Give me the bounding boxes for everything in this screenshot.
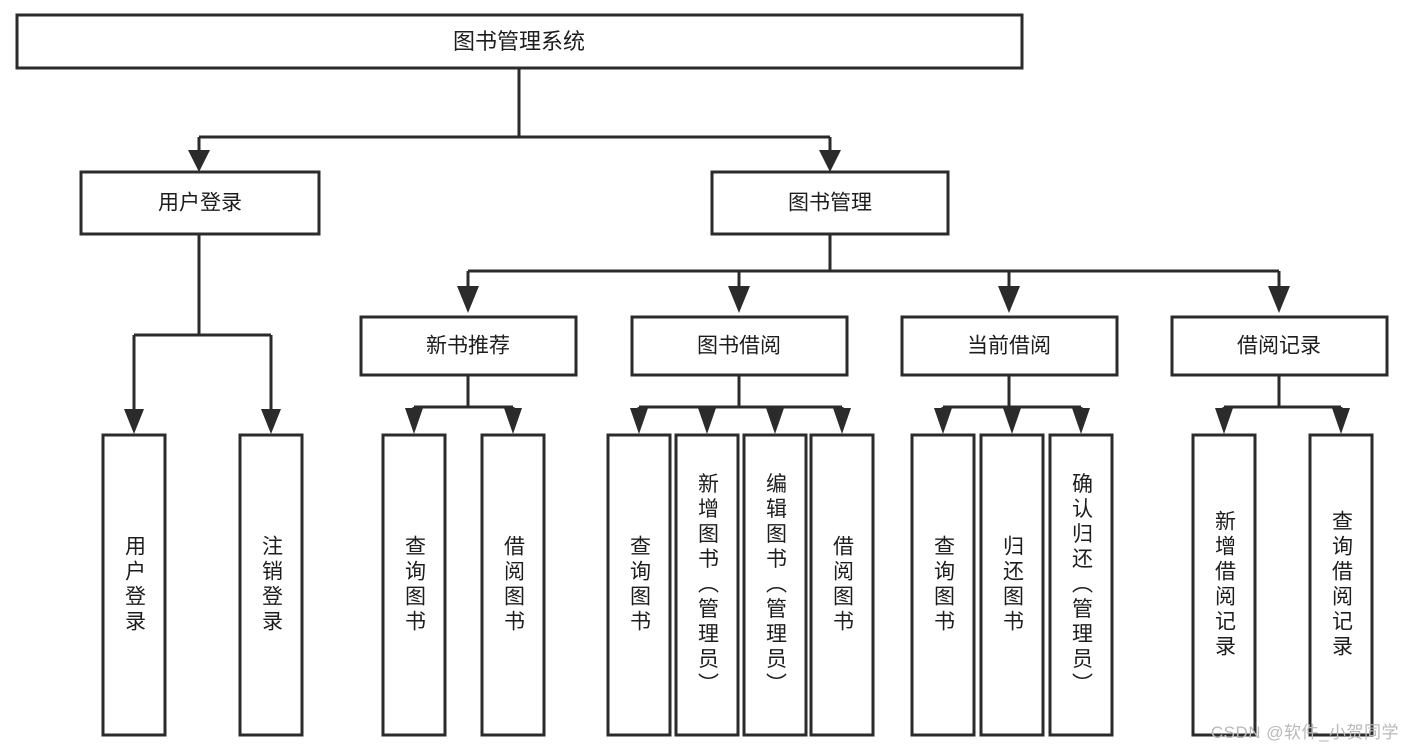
node-user-login-label: 用户登录: [158, 192, 242, 215]
leaf-edit-book-label: 编辑图书（管理员）: [764, 473, 788, 698]
leaf-confirm-return[interactable]: 确认归还（管理员）: [1048, 433, 1114, 737]
arrowhead-leaf-add-book: [698, 408, 716, 434]
node-current-borrow[interactable]: 当前借阅: [900, 315, 1119, 377]
arrowhead-leaf-borrow-book-2: [833, 408, 851, 434]
leaf-add-book-box[interactable]: [674, 433, 740, 737]
node-new-book-recommend-label: 新书推荐: [426, 335, 510, 358]
leaf-add-record[interactable]: 新增借阅记录: [1191, 433, 1257, 737]
leaf-query-record[interactable]: 查询借阅记录: [1308, 433, 1374, 737]
node-book-borrow-label: 图书借阅: [697, 335, 781, 358]
node-root[interactable]: 图书管理系统: [15, 13, 1024, 70]
leaf-borrow-book-2-box[interactable]: [809, 433, 875, 737]
leaf-add-book[interactable]: 新增图书（管理员）: [674, 433, 740, 737]
leaf-query-book-3-label: 查询图书: [932, 535, 956, 635]
node-book-manage[interactable]: 图书管理: [710, 170, 950, 236]
leaf-borrow-book-2-label: 借阅图书: [831, 535, 855, 635]
leaf-query-book-2-label: 查询图书: [628, 535, 652, 635]
leaf-borrow-book-2[interactable]: 借阅图书: [809, 433, 875, 737]
node-new-book-recommend[interactable]: 新书推荐: [359, 315, 578, 377]
node-borrow-record[interactable]: 借阅记录: [1170, 315, 1389, 377]
connectors: [124, 68, 1350, 434]
arrowhead-leaf-borrow-book-1: [504, 408, 522, 434]
leaf-query-book-1-label: 查询图书: [403, 535, 427, 635]
node-borrow-record-label: 借阅记录: [1237, 335, 1321, 358]
node-book-borrow[interactable]: 图书借阅: [630, 315, 849, 377]
leaf-user-login-box[interactable]: [101, 433, 167, 737]
arrowhead-leaf-query-record: [1332, 408, 1350, 434]
arrowhead-user-login: [188, 150, 210, 172]
arrowhead-leaf-query-book-3: [934, 408, 952, 434]
arrowhead-leaf-user-login: [124, 409, 144, 434]
leaf-user-logout-box[interactable]: [238, 433, 304, 737]
leaf-return-book[interactable]: 归还图书: [979, 433, 1045, 737]
arrowhead-new-book-recommend: [457, 286, 479, 313]
node-current-borrow-box[interactable]: [900, 315, 1119, 377]
leaf-add-book-label: 新增图书（管理员）: [696, 473, 720, 698]
node-book-manage-box[interactable]: [710, 170, 950, 236]
node-new-book-recommend-box[interactable]: [359, 315, 578, 377]
node-book-manage-label: 图书管理: [788, 192, 872, 215]
leaf-query-book-1[interactable]: 查询图书: [381, 433, 447, 737]
arrowhead-current-borrow: [998, 286, 1020, 313]
leaf-query-book-1-box[interactable]: [381, 433, 447, 737]
arrowhead-book-manage: [819, 150, 841, 172]
leaf-add-record-label: 新增借阅记录: [1213, 510, 1237, 660]
leaf-borrow-book-1-box[interactable]: [480, 433, 546, 737]
leaf-borrow-book-1[interactable]: 借阅图书: [480, 433, 546, 737]
leaf-query-record-label: 查询借阅记录: [1330, 510, 1354, 660]
leaf-borrow-book-1-label: 借阅图书: [502, 535, 526, 635]
node-root-label: 图书管理系统: [453, 29, 585, 54]
leaf-query-record-box[interactable]: [1308, 433, 1374, 737]
arrowhead-leaf-query-book-1: [405, 408, 423, 434]
node-borrow-record-box[interactable]: [1170, 315, 1389, 377]
node-book-borrow-box[interactable]: [630, 315, 849, 377]
arrowhead-borrow-record: [1268, 286, 1290, 313]
leaf-edit-book-box[interactable]: [742, 433, 808, 737]
leaf-return-book-box[interactable]: [979, 433, 1045, 737]
leaf-user-logout-label: 注销登录: [260, 535, 284, 635]
leaf-user-login-label: 用户登录: [123, 535, 147, 635]
node-user-login[interactable]: 用户登录: [79, 170, 321, 236]
leaf-confirm-return-box[interactable]: [1048, 433, 1114, 737]
arrowhead-book-borrow: [728, 286, 750, 313]
leaf-user-login[interactable]: 用户登录: [101, 433, 167, 737]
leaf-query-book-2-box[interactable]: [606, 433, 672, 737]
arrowhead-leaf-return-book: [1003, 408, 1021, 434]
leaf-edit-book[interactable]: 编辑图书（管理员）: [742, 433, 808, 737]
csdn-watermark: CSDN @软件_小贺同学: [1210, 723, 1399, 742]
node-user-login-box[interactable]: [79, 170, 321, 236]
leaf-add-record-box[interactable]: [1191, 433, 1257, 737]
leaf-return-book-label: 归还图书: [1001, 535, 1025, 635]
node-root-box[interactable]: [15, 13, 1024, 70]
arrowhead-leaf-confirm-return: [1072, 408, 1090, 434]
arrowhead-leaf-user-logout: [261, 409, 281, 434]
leaf-query-book-3-box[interactable]: [910, 433, 976, 737]
leaf-query-book-3[interactable]: 查询图书: [910, 433, 976, 737]
arrowhead-leaf-edit-book: [766, 408, 784, 434]
leaf-user-logout[interactable]: 注销登录: [238, 433, 304, 737]
leaf-query-book-2[interactable]: 查询图书: [606, 433, 672, 737]
leaf-confirm-return-label: 确认归还（管理员）: [1070, 473, 1094, 698]
arrowhead-leaf-add-record: [1215, 408, 1233, 434]
node-current-borrow-label: 当前借阅: [967, 335, 1051, 358]
arrowhead-leaf-query-book-2: [630, 408, 648, 434]
